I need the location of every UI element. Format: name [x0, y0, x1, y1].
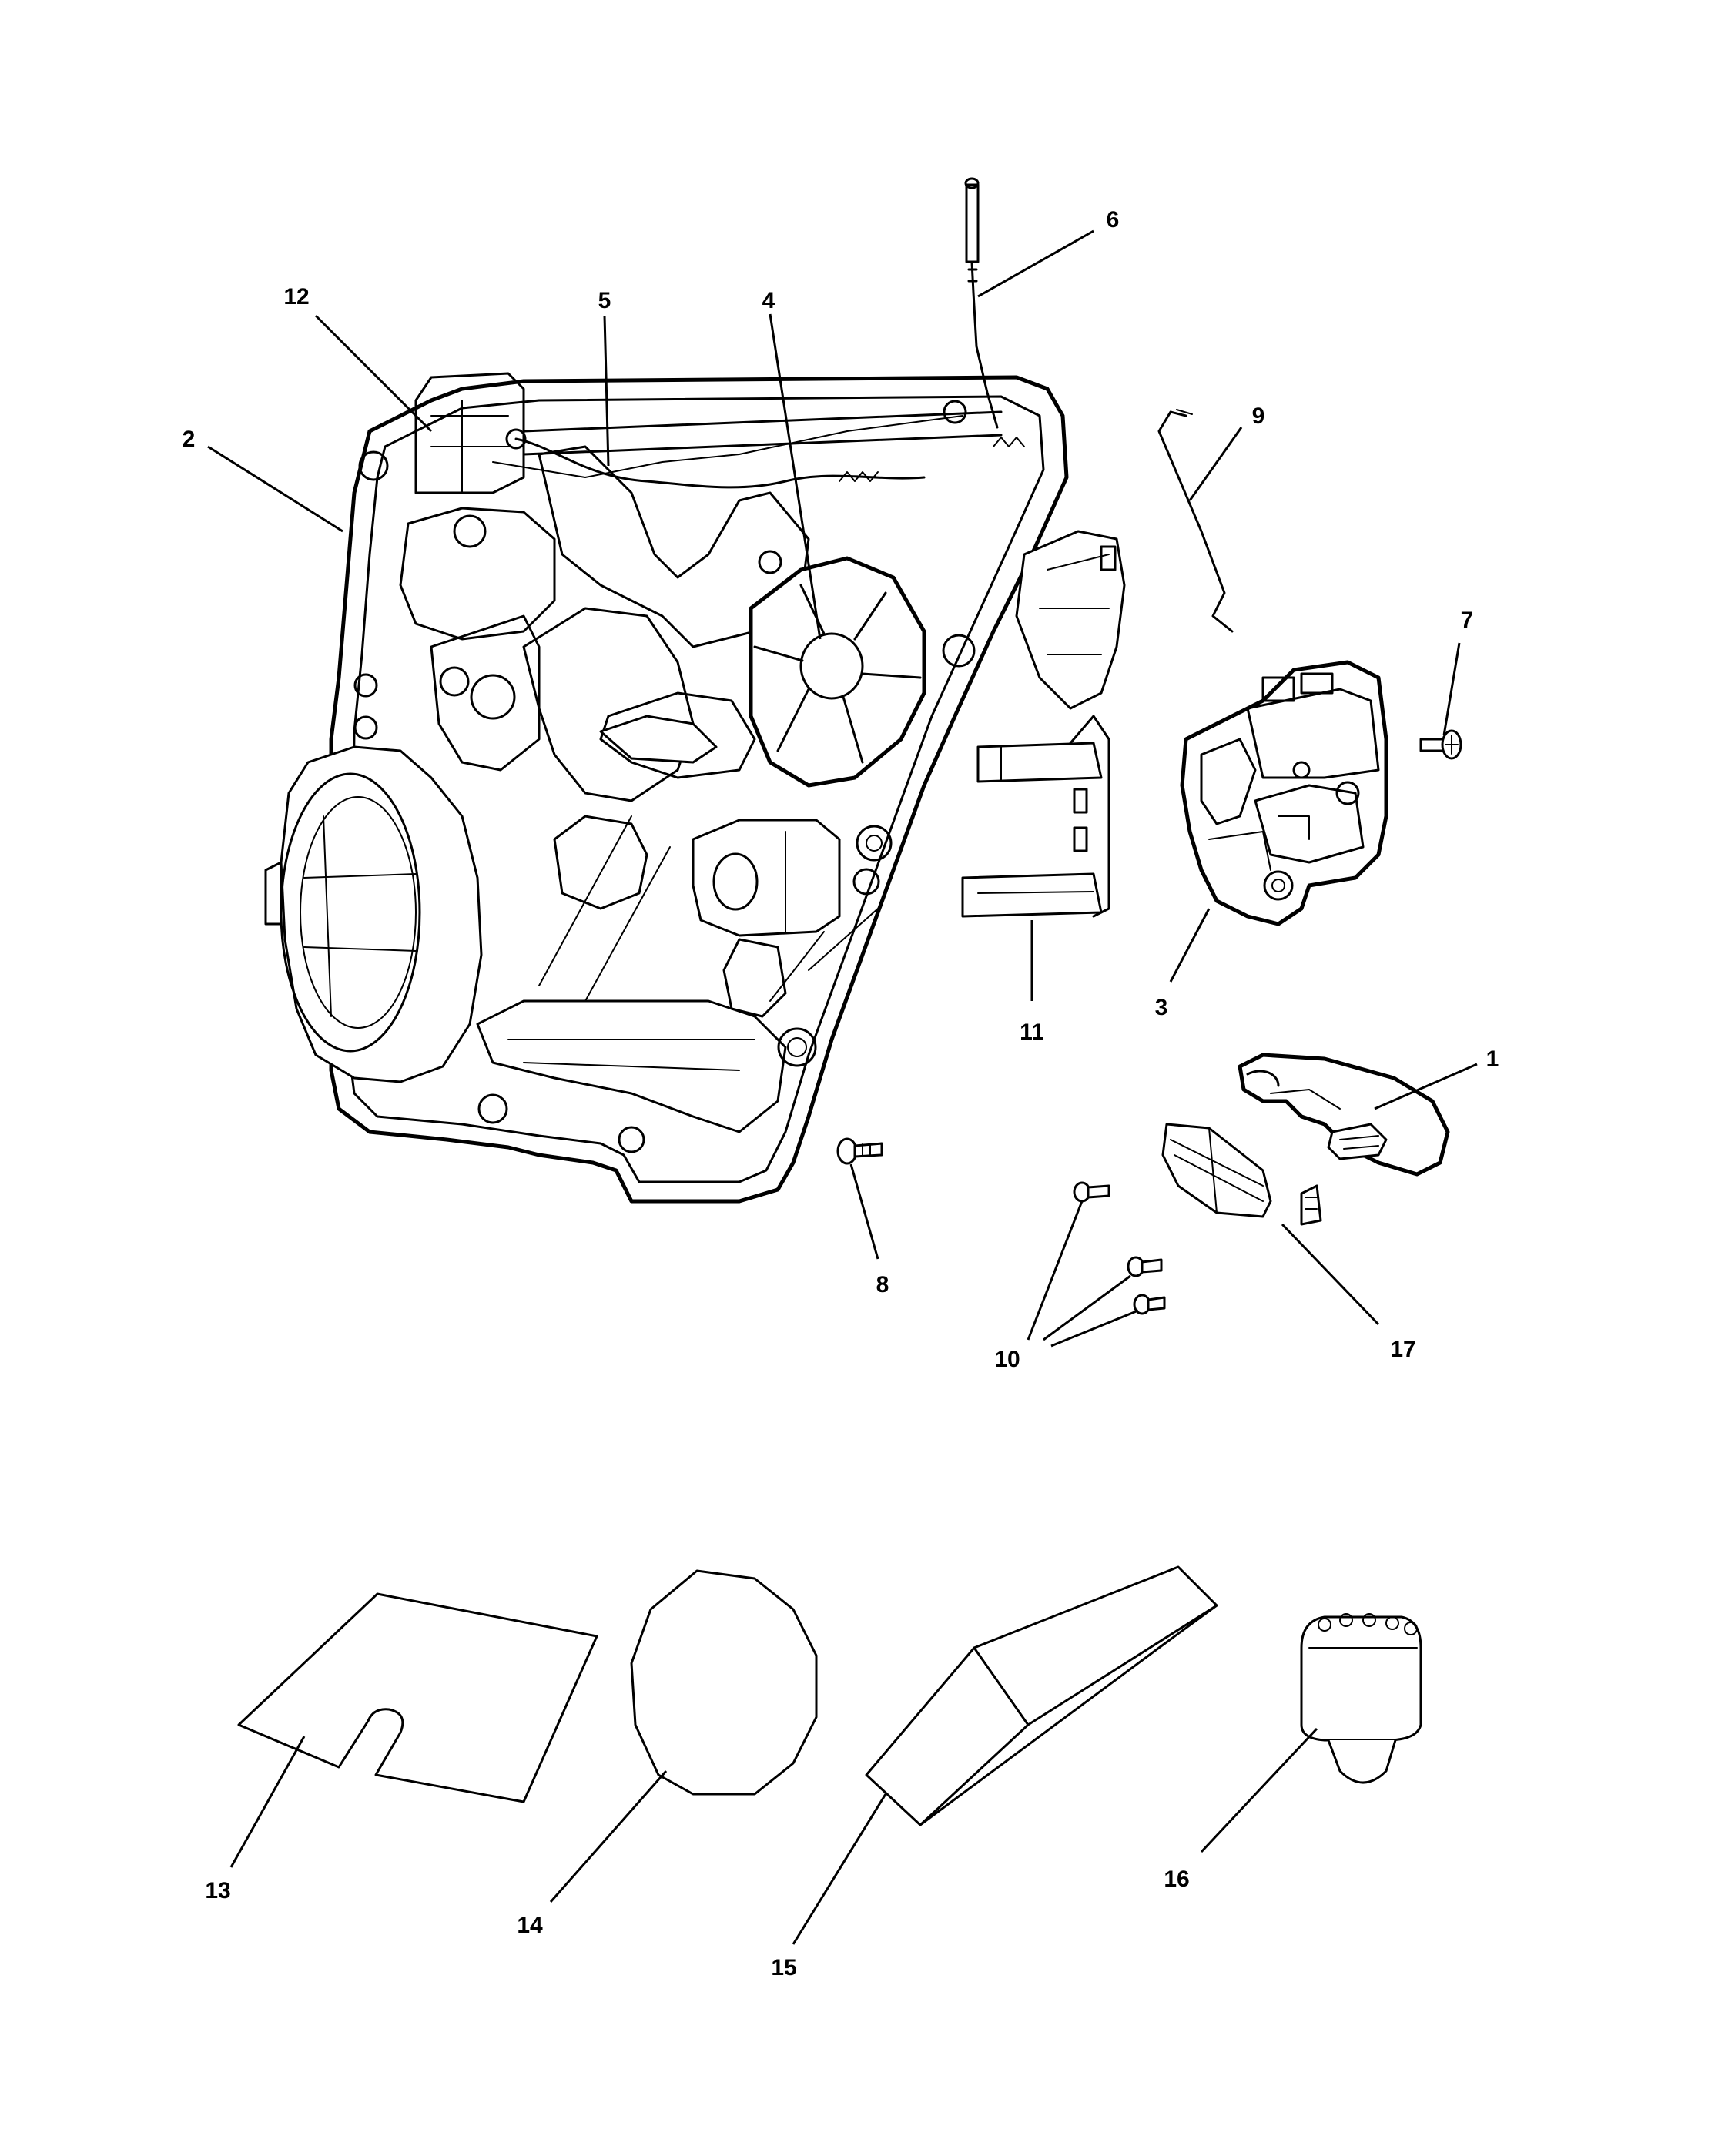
callout-labels: 1 2 3 4 5 6 7 8 9 10 11 12 13 14 15 16 1…	[183, 207, 1499, 1980]
callout-14: 14	[517, 1913, 543, 1938]
leader-1	[1374, 1063, 1478, 1110]
callout-10: 10	[994, 1347, 1020, 1372]
latch-shield-bracket	[1015, 530, 1126, 710]
leader-10b	[1043, 1274, 1131, 1341]
callout-5: 5	[598, 288, 611, 313]
leader-2	[207, 445, 343, 533]
callout-7: 7	[1461, 608, 1474, 633]
leader-5	[603, 315, 610, 467]
door-inner-panel	[264, 372, 1069, 1204]
callout-11: 11	[1020, 1019, 1044, 1045]
access-hole-cover	[749, 556, 926, 788]
link-rod	[964, 177, 999, 429]
leader-13	[229, 1736, 306, 1868]
callout-2: 2	[183, 427, 196, 452]
exterior-handle	[1238, 1053, 1450, 1177]
door-latch	[1180, 660, 1388, 926]
latch-screw	[1419, 729, 1462, 760]
handle-screws	[1073, 1181, 1166, 1315]
handle-screw-a	[1073, 1181, 1110, 1203]
leader-15	[792, 1793, 887, 1945]
leader-lines	[207, 229, 1478, 1945]
leader-3	[1169, 908, 1211, 983]
leader-6	[977, 229, 1094, 298]
bumper	[1300, 1613, 1422, 1784]
leader-8	[849, 1163, 879, 1260]
leader-9	[1188, 427, 1243, 501]
leader-17	[1281, 1223, 1380, 1326]
callout-9: 9	[1252, 403, 1265, 429]
panel-screw	[836, 1137, 883, 1165]
callout-13: 13	[205, 1878, 230, 1903]
handle-seal	[1161, 1123, 1322, 1226]
silencer-pad	[237, 1592, 598, 1803]
callout-6: 6	[1107, 207, 1120, 233]
leader-7	[1442, 642, 1461, 736]
leader-10a	[1027, 1200, 1084, 1341]
handle-screw-c	[1133, 1294, 1166, 1315]
wedge-block	[865, 1565, 1218, 1826]
handle-screw-b	[1127, 1256, 1163, 1277]
leader-4	[769, 313, 822, 640]
bracket	[961, 715, 1110, 918]
round-pad	[630, 1569, 818, 1796]
callout-16: 16	[1164, 1866, 1189, 1892]
leader-16	[1200, 1727, 1318, 1853]
callout-12: 12	[283, 284, 309, 310]
callout-8: 8	[876, 1272, 889, 1297]
leader-12	[314, 314, 433, 433]
callout-1: 1	[1486, 1046, 1499, 1072]
callout-15: 15	[771, 1955, 796, 1980]
leader-14	[549, 1770, 668, 1903]
callout-4: 4	[762, 288, 775, 313]
callout-3: 3	[1155, 995, 1168, 1020]
lock-rod	[1157, 409, 1234, 633]
leader-10c	[1050, 1309, 1139, 1348]
callout-17: 17	[1390, 1337, 1415, 1362]
